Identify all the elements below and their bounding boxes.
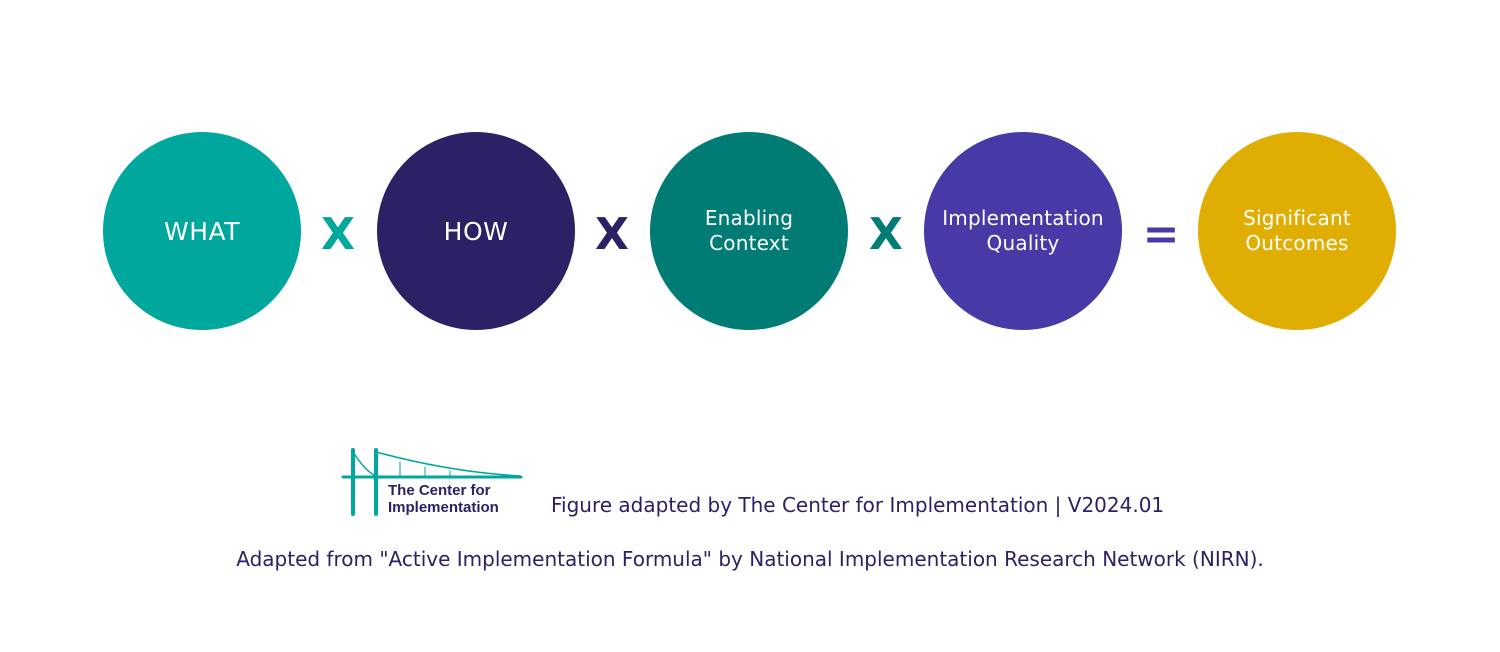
implementation-quality-circle-label: Implementation Quality	[942, 206, 1104, 256]
multiply-operator: X	[595, 209, 629, 260]
multiply-operator: X	[869, 209, 903, 260]
significant-outcomes-circle: Significant Outcomes	[1198, 132, 1396, 330]
significant-outcomes-label-line: Significant	[1243, 206, 1351, 230]
enabling-context-circle: Enabling Context	[650, 132, 848, 330]
logo-wordmark-line: The Center for	[388, 482, 491, 499]
how-circle: HOW	[377, 132, 575, 330]
what-circle-label: WHAT	[164, 219, 240, 244]
center-for-implementation-logo: The Center for Implementation	[340, 448, 526, 518]
bridge-logo-icon	[341, 448, 523, 516]
significant-outcomes-circle-label: Significant Outcomes	[1243, 206, 1351, 256]
enabling-context-label-line: Context	[709, 231, 789, 255]
implementation-quality-circle: Implementation Quality	[924, 132, 1122, 330]
equals-operator: =	[1142, 209, 1180, 260]
implementation-quality-label-line: Implementation	[942, 206, 1104, 230]
significant-outcomes-label-line: Outcomes	[1245, 231, 1349, 255]
logo-wordmark: The Center for Implementation	[388, 482, 499, 516]
how-circle-label: HOW	[444, 219, 509, 244]
what-circle: WHAT	[103, 132, 301, 330]
enabling-context-label-line: Enabling	[704, 206, 794, 230]
logo-wordmark-line: Implementation	[388, 499, 499, 516]
multiply-operator: X	[321, 209, 355, 260]
what-circle-label-line: WHAT	[164, 216, 240, 246]
enabling-context-circle-label: Enabling Context	[705, 206, 793, 256]
how-circle-label-line: HOW	[443, 216, 509, 246]
source-attribution: Adapted from "Active Implementation Form…	[236, 547, 1264, 571]
figure-credit: Figure adapted by The Center for Impleme…	[551, 493, 1165, 517]
implementation-quality-label-line: Quality	[986, 231, 1060, 255]
